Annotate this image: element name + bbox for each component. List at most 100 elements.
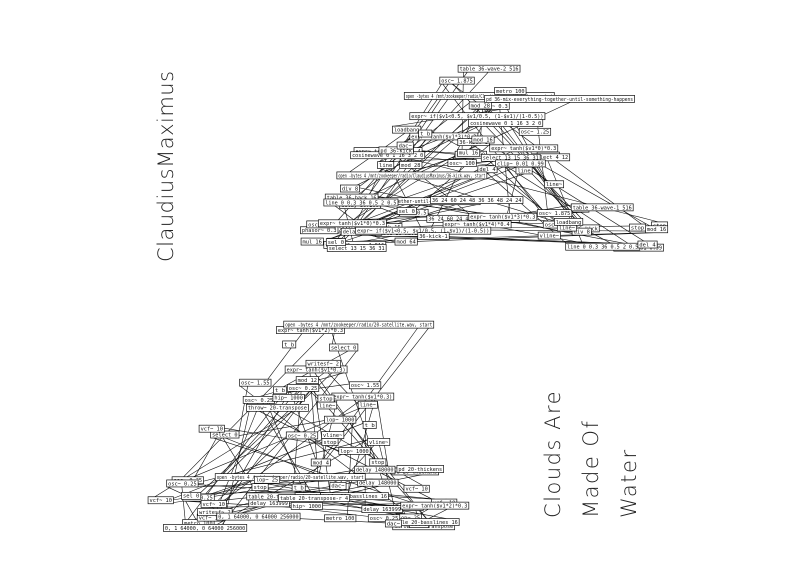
svg-text:osc~ 1.875: osc~ 1.875 [441, 79, 473, 85]
patch-object-box: 0, 1 64000, 0 64000 256000 [216, 512, 301, 521]
svg-text:sel 0: sel 0 [183, 494, 199, 500]
patch-object-box: osc~ 0.25 [286, 384, 320, 392]
patch-object-box: table 20-transpose-r 4 [278, 494, 350, 502]
svg-text:osc~ 1.55: osc~ 1.55 [241, 381, 269, 387]
patch-object-box: stop [629, 223, 646, 231]
patch-object-box: line [377, 161, 395, 169]
svg-text:metro 100: metro 100 [326, 516, 354, 522]
svg-text:open -bytes 4 /mnt/zookeeper/r: open -bytes 4 /mnt/zookeeper/radio/20-sa… [285, 323, 432, 329]
svg-text:osc~ 0.25: osc~ 0.25 [168, 481, 196, 487]
patch-object-box: loadbang [554, 218, 584, 226]
patch-object-box: line 0 0.3 36 0.5 2 0.5 [565, 242, 641, 251]
svg-text:mod 4: mod 4 [313, 460, 329, 466]
patch-object-box: cosinewave 0 1 16 3 2 0 [468, 119, 544, 127]
patch-object-box: dac~ [396, 141, 414, 149]
patch-object-box: sel 0 [181, 491, 202, 500]
svg-text:select 0: select 0 [331, 345, 356, 351]
svg-text:36 24 60 24 48 36 36 48 24 24: 36 24 60 24 48 36 36 48 24 24 [432, 198, 521, 204]
patch-object-box: line [515, 166, 533, 174]
svg-text:vcf~ 10: vcf~ 10 [150, 498, 172, 504]
patch-object-box: open -bytes 4 /mnt/zookeeper/radio/Claud… [336, 171, 488, 179]
patch-object-box: writesf~ 2 [197, 508, 233, 516]
svg-text:line~: line~ [559, 225, 575, 231]
svg-text:osc~ 0.25: osc~ 0.25 [245, 398, 273, 404]
svg-text:expr~ tanh($v1*0)*0.3: expr~ tanh($v1*0)*0.3 [491, 146, 556, 152]
svg-text:vline~: vline~ [369, 440, 388, 446]
patch-object-box: expr~ tanh($v1*2)*0.3 [400, 501, 470, 510]
patch-object-box: loadbang [392, 125, 422, 134]
svg-text:36-kick-1: 36-kick-1 [419, 234, 447, 240]
patch-object-box: select 0 [210, 430, 240, 438]
patch-object-box: pd 20-thickens [396, 465, 444, 473]
patch-object-box: osc~ 0.25 [367, 514, 401, 522]
svg-text:osc~ 0.25: osc~ 0.25 [288, 433, 316, 439]
svg-text:osc~ 1.875: osc~ 1.875 [539, 211, 571, 217]
svg-text:t b: t b [275, 388, 285, 394]
patch-wire [237, 379, 250, 439]
patch-object-box: osc~ 1.25 [518, 127, 552, 136]
svg-text:expr~ tanh($v1*3)*0.3: expr~ tanh($v1*3)*0.3 [411, 134, 476, 140]
patch-wire [191, 490, 295, 495]
patch-object-box: clip~ 0.01 0.99 [495, 159, 546, 167]
svg-text:expr~ tanh($v1*0.3): expr~ tanh($v1*0.3) [287, 367, 346, 373]
patch-object-box: t b [362, 421, 377, 429]
svg-text:writesf~ 2: writesf~ 2 [199, 510, 231, 516]
patch-object-box: expr~ tanh($v1*3)*0.3 [468, 212, 538, 221]
svg-text:stop: stop [319, 396, 332, 402]
patch-object-box: div 8 [571, 227, 592, 236]
patch-object-box: pd 36-mix-everything-together-until-some… [484, 95, 635, 103]
patch-object-box: open -bytes 4 /mnt/zookeeper/radio/20-sa… [283, 320, 435, 329]
svg-text:expr~ tanh($v1*2)*0.3: expr~ tanh($v1*2)*0.3 [278, 328, 343, 334]
patch-object-box: line~ [317, 401, 338, 409]
patch-object-box: osc~ 0.25 [166, 479, 199, 487]
svg-text:mod 16: mod 16 [473, 137, 492, 143]
svg-text:vline~: vline~ [540, 233, 559, 239]
patch-object-box: t b [282, 340, 297, 348]
svg-text:vcf~ 10: vcf~ 10 [201, 427, 223, 433]
patch-object-box: line~ [544, 180, 565, 188]
patch-object-box: select 13 15 36 31 [326, 244, 387, 252]
svg-text:mul 16: mul 16 [303, 239, 322, 245]
svg-text:phasor~ 0.3: phasor~ 0.3 [302, 228, 337, 234]
patch-wire [478, 151, 568, 233]
patch-object-box: lop~ 1000 [324, 415, 357, 424]
svg-text:stop: stop [631, 225, 644, 231]
svg-text:lop~ 1000: lop~ 1000 [326, 418, 354, 424]
svg-text:table 36-wave-2 516: table 36-wave-2 516 [460, 67, 519, 73]
patch-wire [267, 327, 307, 380]
svg-text:pd 36-kick: pd 36-kick [380, 148, 412, 154]
svg-text:table 20-basslines 16: table 20-basslines 16 [393, 520, 458, 526]
patch-object-box: stop [321, 438, 339, 446]
svg-text:line: line [517, 168, 530, 174]
patch-object-box: line 0 0.3 36 0.5 2 0.5 [323, 198, 399, 206]
patch-object-box: hip~ 1000 [290, 502, 323, 510]
patch-object-box: osc~ 0.25 [285, 431, 319, 439]
patch-wire [536, 119, 549, 217]
patch-object-box: delay 163999 [361, 505, 403, 513]
svg-text:t b: t b [294, 486, 304, 492]
svg-text:select 13 15 36 31: select 13 15 36 31 [329, 246, 385, 252]
svg-text:hip~ 1000: hip~ 1000 [274, 396, 302, 402]
patch-wire [206, 424, 328, 446]
svg-text:mod 28: mod 28 [471, 103, 490, 109]
patch-wire [181, 483, 186, 520]
patch-wire [377, 401, 390, 474]
svg-text:expr~ if($v1<0.5, $v1/0.5, (1-: expr~ if($v1<0.5, $v1/0.5, (1-$v1)/(1-0.… [411, 114, 543, 120]
svg-text:loadbang: loadbang [394, 128, 419, 134]
svg-text:line 0 0.3 36 0.5 2 0.5: line 0 0.3 36 0.5 2 0.5 [567, 245, 638, 251]
svg-text:pd 36-mix-everything-together-: pd 36-mix-everything-together-until-some… [332, 199, 479, 205]
patch-wire [462, 138, 580, 213]
patch-object-box: expr~ if($v1<0.5, $v1/0.5, (1-$v1)/(1-0.… [409, 112, 546, 120]
svg-text:t b: t b [284, 342, 294, 348]
svg-text:delay 163999: delay 163999 [363, 507, 401, 513]
patch-wire [359, 161, 532, 228]
patch-object-box: vcf~ 10 [198, 424, 225, 433]
svg-text:mod 28: mod 28 [401, 163, 420, 169]
patch-object-box: vline~ [537, 231, 561, 239]
svg-text:osc~ 0.25: osc~ 0.25 [370, 516, 398, 522]
svg-text:expr~ tanh($v1*0)*0.3: expr~ tanh($v1*0)*0.3 [320, 221, 385, 227]
patch-wire [505, 166, 543, 210]
